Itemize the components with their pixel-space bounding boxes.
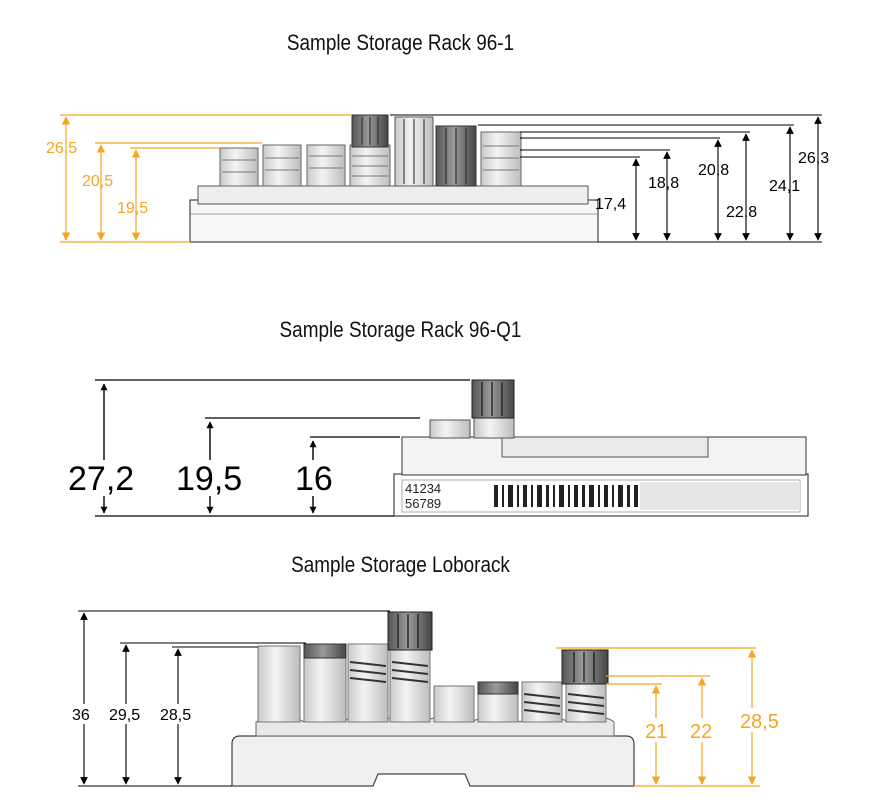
- dim-label: 21: [645, 721, 667, 743]
- rack-96-1-black-extensions: [390, 114, 822, 243]
- rack-base: [189, 199, 599, 243]
- dim-label-large: 27,2: [68, 460, 134, 498]
- dim-label: 26,3: [798, 150, 829, 167]
- label-number-line2: 56789: [405, 496, 441, 511]
- tube-threads: [349, 661, 605, 715]
- dim-label: 29,5: [109, 707, 140, 724]
- dim-label: 24,1: [769, 178, 800, 195]
- dim-label: 20,5: [82, 173, 113, 190]
- tube-group: [219, 114, 522, 187]
- barcode: [494, 485, 638, 507]
- tube-cap: [387, 611, 433, 651]
- rack-96-q1-extensions: [95, 379, 470, 517]
- dim-label: 28,5: [160, 707, 191, 724]
- rack-96-1-orange-extensions: [60, 114, 352, 243]
- dim-label: 17,4: [595, 196, 626, 213]
- tube-cap: [561, 649, 609, 685]
- title-rack-96-q1: Sample Storage Rack 96-Q1: [279, 317, 522, 342]
- loborack-black-extensions: [78, 610, 390, 787]
- dim-label: 22,8: [726, 204, 757, 221]
- title-loborack: Sample Storage Loborack: [291, 552, 510, 577]
- rack-96-q1-drawing: 41234 56789 27,2 19,: [66, 379, 809, 517]
- dim-label: 18,8: [648, 175, 679, 192]
- title-rack-96-1: Sample Storage Rack 96-1: [286, 30, 515, 55]
- dim-label: 19,5: [117, 200, 148, 217]
- dim-label: 22: [690, 721, 712, 743]
- rack-window: [501, 436, 709, 458]
- rack-top-plate: [197, 185, 589, 205]
- tube-cap: [471, 379, 515, 419]
- dim-label-large: 19,5: [176, 460, 242, 498]
- loborack-orange-extensions: [556, 647, 760, 787]
- dim-label: 28,5: [740, 711, 779, 733]
- dim-label: 20,8: [698, 162, 729, 179]
- label-number-line1: 41234: [405, 481, 441, 496]
- dim-label-large: 16: [295, 460, 333, 498]
- dim-label: 26,5: [46, 140, 77, 157]
- rack-96-1-drawing: 26,5 20,5 19,5 17,4 18,8 20,8 22,8 24,1 …: [46, 114, 829, 243]
- label-shade: [640, 482, 800, 510]
- rack-base: [231, 735, 635, 787]
- dim-label: 36: [72, 707, 90, 724]
- loborack-drawing: 36 29,5 28,5 21 22 28,5: [70, 610, 779, 787]
